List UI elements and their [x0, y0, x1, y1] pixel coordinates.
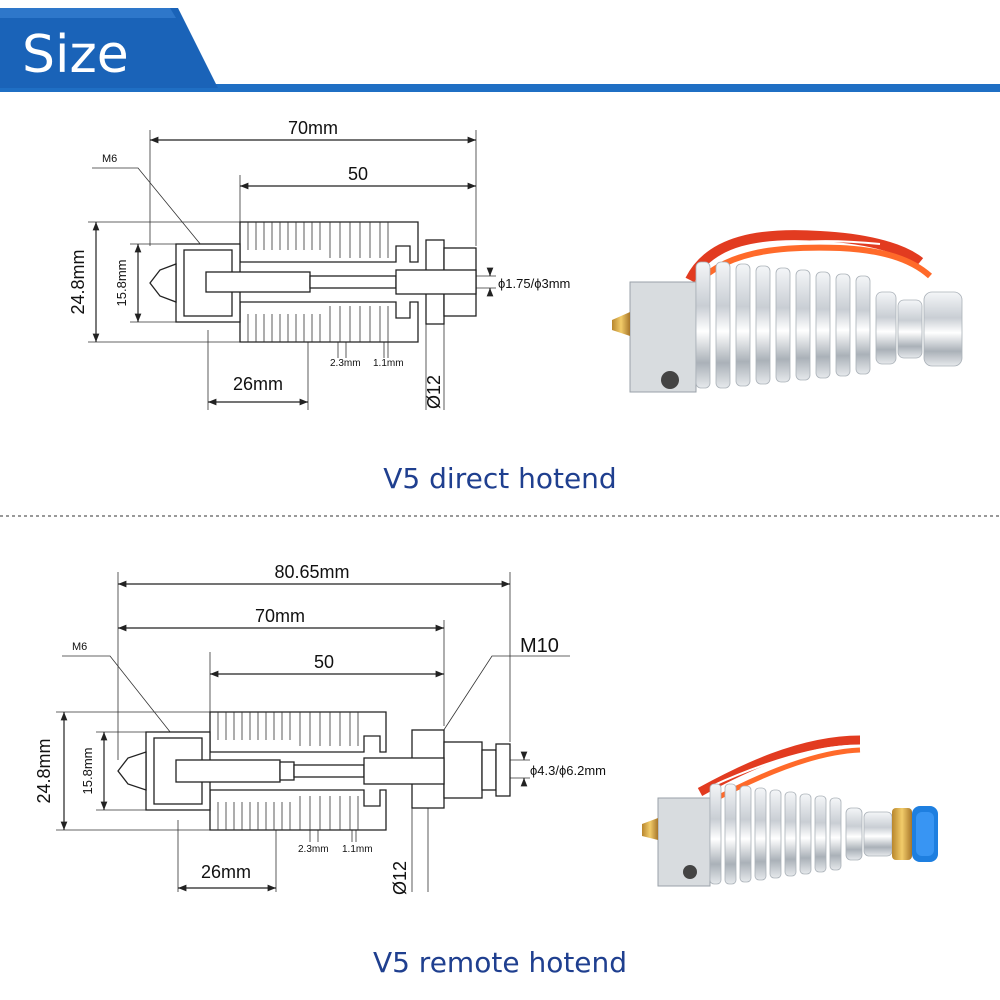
remote-filament-path	[293, 764, 365, 778]
remote-heatsink	[209, 711, 511, 831]
remote-dim-overall: 80.65mm	[274, 562, 349, 582]
direct-dim-fin-thick: 1.1mm	[373, 358, 404, 369]
direct-dim-inner-height: 15.8mm	[114, 260, 129, 307]
remote-dim-fin-gap: 2.3mm	[298, 844, 329, 855]
remote-nozzle	[117, 751, 147, 791]
remote-caption: V5 remote hotend	[373, 946, 627, 979]
direct-diagram: 70mm 50 M6 24.8mm 15.8mm ϕ1.75/ϕ3mm 2.3m…	[68, 118, 570, 410]
remote-dim-total: 70mm	[255, 606, 305, 626]
remote-dim-block: 26mm	[201, 862, 251, 882]
direct-caption: V5 direct hotend	[383, 462, 616, 495]
remote-dim-fitting: M10	[520, 635, 559, 657]
remote-dim-tube: ϕ4.3/ϕ6.2mm	[530, 763, 606, 778]
header-underline	[0, 84, 1000, 92]
direct-dim-thread: M6	[102, 153, 117, 165]
remote-heatbreak	[175, 759, 281, 783]
remote-dim-thread: M6	[72, 641, 87, 653]
direct-filament-path	[309, 275, 397, 289]
direct-nozzle	[149, 263, 177, 303]
direct-dim-filament: ϕ1.75/ϕ3mm	[498, 276, 570, 291]
header-title: Size	[22, 25, 129, 85]
remote-dim-height: 24.8mm	[34, 738, 54, 803]
direct-dim-block: 26mm	[233, 374, 283, 394]
direct-dim-total: 70mm	[288, 118, 338, 138]
direct-heatbreak	[205, 271, 311, 293]
remote-dim-inner-height: 15.8mm	[80, 748, 95, 795]
direct-dim-fin-gap: 2.3mm	[330, 358, 361, 369]
remote-product-image	[642, 735, 938, 887]
header-tab	[0, 8, 218, 88]
remote-dim-fin-thick: 1.1mm	[342, 844, 373, 855]
remote-dim-sink: 50	[314, 652, 334, 672]
remote-dim-diameter: Ø12	[390, 861, 410, 895]
header-tab-highlight	[0, 8, 176, 18]
header-banner: Size	[0, 8, 1000, 92]
direct-dim-sink: 50	[348, 164, 368, 184]
direct-product-image	[612, 230, 963, 393]
direct-dim-diameter: Ø12	[424, 375, 444, 409]
direct-dim-height: 24.8mm	[68, 249, 88, 314]
remote-diagram: 80.65mm 70mm 50 M6 M10 24.8mm 15.8mm ϕ4.…	[34, 562, 606, 895]
